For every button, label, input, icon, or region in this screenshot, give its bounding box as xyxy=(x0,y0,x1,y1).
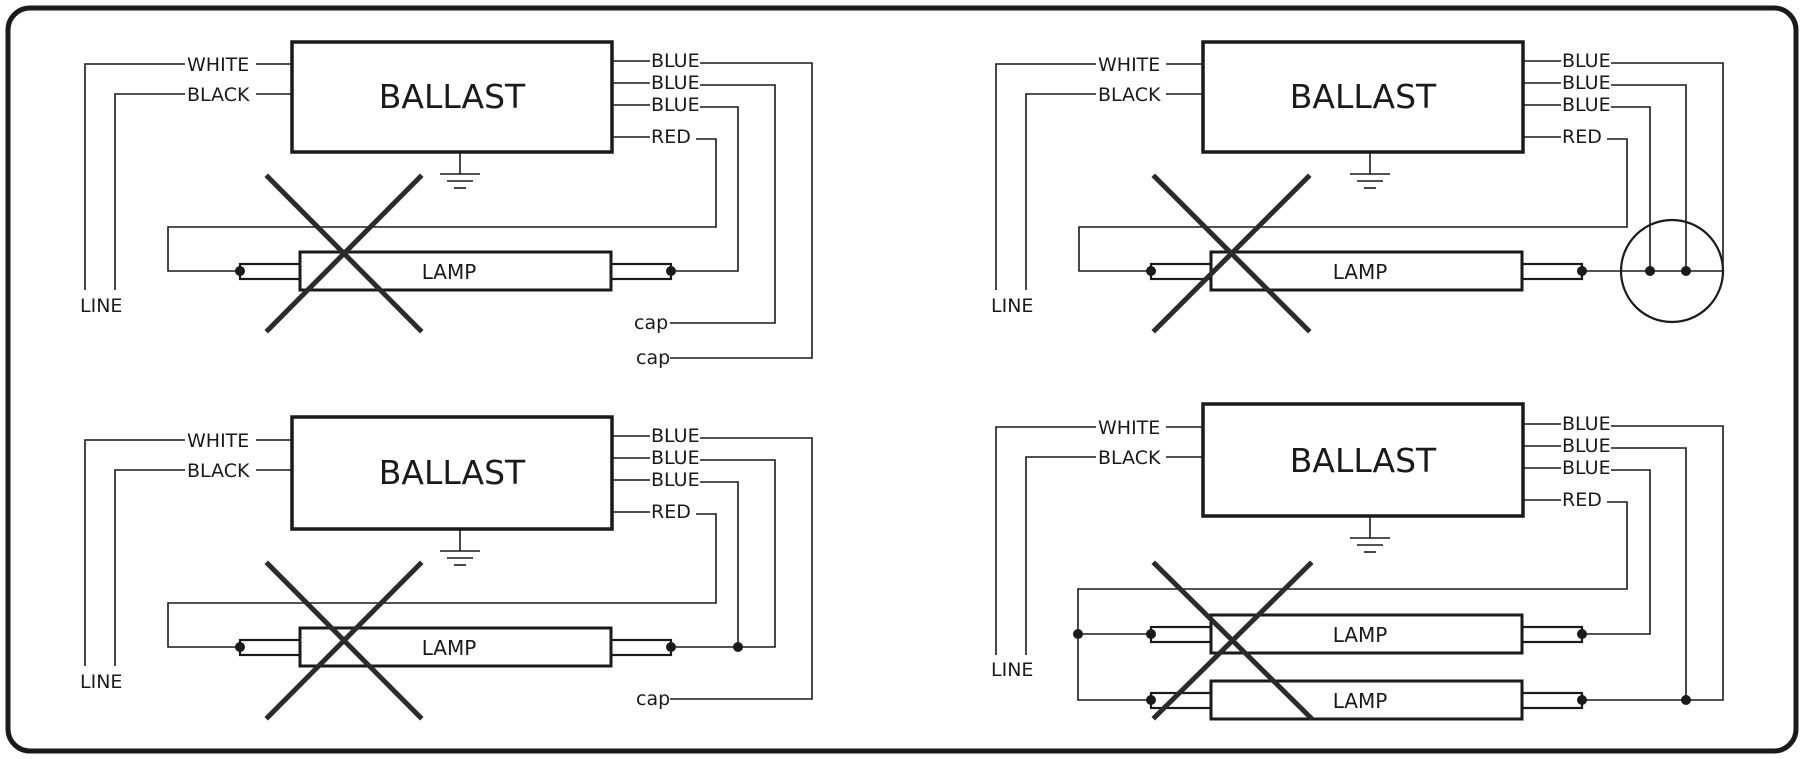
lamp: LAMP xyxy=(235,250,676,292)
blue-label-2: BLUE xyxy=(651,447,700,469)
white-label: WHITE xyxy=(1098,417,1160,439)
ballast-box xyxy=(1201,402,1525,518)
white-label: WHITE xyxy=(187,430,249,452)
ground-symbol xyxy=(440,152,480,189)
blue-wire-2 xyxy=(1611,84,1687,271)
red-wire xyxy=(167,138,717,272)
blue-label-2: BLUE xyxy=(651,72,700,94)
blue-wire-1 xyxy=(1582,425,1724,701)
blue-wire-2 xyxy=(670,84,776,324)
white-line-wire xyxy=(995,426,1096,655)
lamp: LAMP xyxy=(235,626,676,668)
ballast-label: BALLAST xyxy=(379,453,526,492)
white-label: WHITE xyxy=(187,54,249,76)
blue-label-3: BLUE xyxy=(651,469,700,491)
remove-cross xyxy=(1151,173,1312,334)
black-label: BLACK xyxy=(1098,84,1161,106)
red-label: RED xyxy=(1562,126,1602,148)
diagram-bottom-right: WHITE BLACK LINE BALLAST BLUE BLUE BLUE … xyxy=(991,402,1724,721)
black-line-wire xyxy=(1025,93,1096,290)
wire-nut-circle xyxy=(1619,218,1725,324)
black-label: BLACK xyxy=(1098,447,1161,469)
ballast-box xyxy=(290,40,614,154)
red-label: RED xyxy=(1562,489,1602,511)
red-wire xyxy=(1078,138,1628,272)
black-line-wire xyxy=(114,93,185,290)
ballast-label: BALLAST xyxy=(1290,77,1437,116)
blue-wire-3 xyxy=(671,106,739,272)
diagram-top-right: WHITE BLACK LINE BALLAST BLUE BLUE BLUE … xyxy=(991,40,1725,334)
line-label: LINE xyxy=(80,671,122,693)
line-label: LINE xyxy=(80,295,122,317)
red-wire xyxy=(167,513,717,648)
white-label: WHITE xyxy=(1098,54,1160,76)
lamp-2: LAMP xyxy=(1146,679,1587,721)
ground-symbol xyxy=(1350,516,1390,553)
cap-label-1: cap xyxy=(634,312,668,334)
blue-wire-1 xyxy=(1611,62,1724,271)
red-label: RED xyxy=(651,126,691,148)
remove-cross xyxy=(264,560,424,721)
ballast-label: BALLAST xyxy=(1290,441,1437,480)
lamp-label: LAMP xyxy=(422,636,477,660)
lamp-1: LAMP xyxy=(1146,613,1587,655)
diagram-bottom-left: WHITE BLACK LINE BALLAST BLUE BLUE BLUE … xyxy=(80,415,813,721)
white-line-wire xyxy=(84,63,185,290)
blue-wire-2 xyxy=(671,459,776,648)
blue-wire-3 xyxy=(1611,106,1651,271)
blue-label-2: BLUE xyxy=(1562,435,1611,457)
blue-wire-3 xyxy=(700,481,739,647)
black-line-wire xyxy=(1025,456,1096,655)
blue-label-1: BLUE xyxy=(651,425,700,447)
remove-cross xyxy=(264,173,424,334)
blue-label-1: BLUE xyxy=(1562,413,1611,435)
lamp-label: LAMP xyxy=(422,260,477,284)
lamp-label: LAMP xyxy=(1333,623,1388,647)
ground-symbol xyxy=(440,529,480,566)
ballast-box xyxy=(1201,40,1525,154)
red-label: RED xyxy=(651,501,691,523)
blue-label-1: BLUE xyxy=(651,50,700,72)
blue-wire-2 xyxy=(1611,447,1687,700)
black-label: BLACK xyxy=(187,460,250,482)
blue-label-1: BLUE xyxy=(1562,50,1611,72)
blue-label-3: BLUE xyxy=(651,94,700,116)
line-label: LINE xyxy=(991,659,1033,681)
red-wire xyxy=(1077,501,1628,701)
blue-wire-1 xyxy=(670,62,813,359)
lamp-label: LAMP xyxy=(1333,689,1388,713)
ballast-box xyxy=(290,415,614,531)
cap-label: cap xyxy=(636,688,670,710)
ballast-label: BALLAST xyxy=(379,77,526,116)
diagram-top-left: WHITE BLACK LINE BALLAST BLUE BLUE BLUE … xyxy=(80,40,813,369)
blue-label-2: BLUE xyxy=(1562,72,1611,94)
cap-label-2: cap xyxy=(636,347,670,369)
blue-wire-1 xyxy=(670,437,813,700)
lamp-label: LAMP xyxy=(1333,260,1388,284)
white-line-wire xyxy=(84,439,185,666)
blue-label-3: BLUE xyxy=(1562,94,1611,116)
blue-wire-3 xyxy=(1582,469,1651,635)
black-label: BLACK xyxy=(187,84,250,106)
line-label: LINE xyxy=(991,295,1033,317)
ground-symbol xyxy=(1350,152,1390,189)
white-line-wire xyxy=(995,63,1096,290)
blue-label-3: BLUE xyxy=(1562,457,1611,479)
black-line-wire xyxy=(114,469,185,666)
remove-cross xyxy=(1151,560,1314,721)
